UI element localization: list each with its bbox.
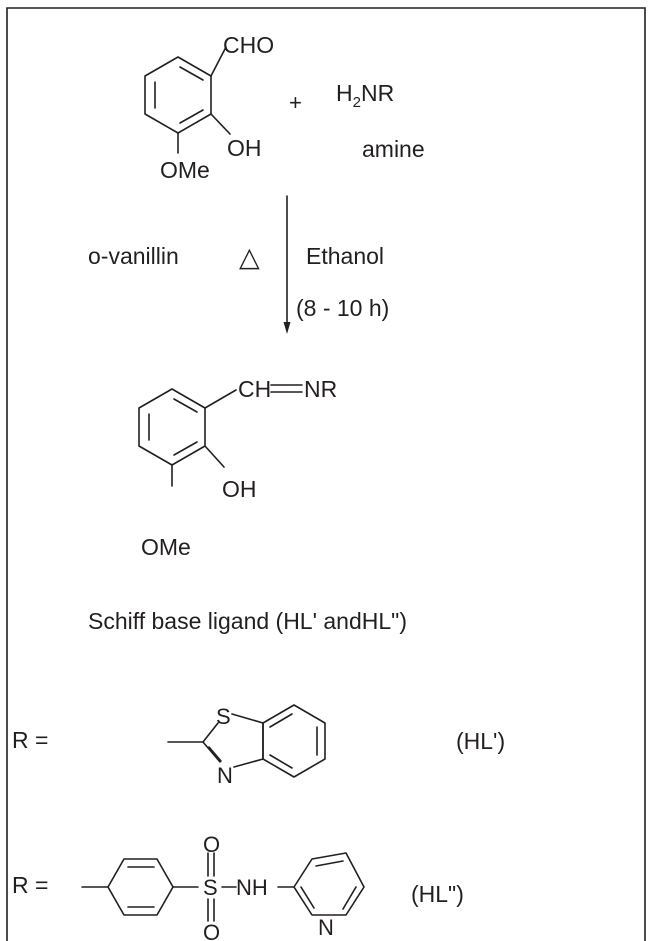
product-name: Schiff base ligand (HL' andHL") (88, 608, 407, 634)
amine-name: amine (362, 136, 425, 162)
reaction-arrow (283, 195, 291, 334)
cho-label: CHO (223, 32, 274, 58)
plus-sign: + (289, 90, 302, 115)
ome-label: OMe (160, 157, 210, 183)
nr-label: NR (304, 376, 337, 402)
r-equals-label: R = (12, 872, 48, 898)
ome-label: OMe (141, 534, 191, 560)
nitrogen-atom: N (217, 763, 233, 788)
oh-label: OH (227, 135, 262, 161)
substituent-hl1: R = S N (HL') (12, 704, 505, 788)
oxygen-atom-top: O (203, 832, 220, 857)
sulfur-atom: S (203, 875, 218, 900)
o-vanillin-structure: CHO OH OMe (144, 32, 274, 183)
oxygen-atom-bottom: O (203, 920, 220, 941)
scheme-frame (6, 7, 646, 941)
benzene-ring (262, 704, 326, 778)
amine-formula: H2NR (336, 80, 394, 111)
hl2-label: (HL") (411, 881, 464, 907)
sulfur-atom: S (216, 704, 231, 729)
solvent-label: Ethanol (306, 243, 384, 269)
oh-label: OH (222, 476, 257, 502)
heat-symbol: △ (239, 242, 260, 272)
substituent-hl2: R = O S NH O N (HL") (12, 832, 464, 941)
r-equals-label: R = (12, 727, 48, 753)
pyridine-ring (293, 852, 365, 916)
hl1-label: (HL') (456, 728, 505, 754)
time-label: (8 - 10 h) (296, 295, 389, 321)
nh-label: NH (236, 875, 268, 900)
nitrogen-atom: N (318, 915, 334, 940)
ch-label: CH (238, 376, 271, 402)
schiff-base-structure: CH NR OH OMe (138, 376, 337, 560)
o-vanillin-name: o-vanillin (88, 243, 179, 269)
